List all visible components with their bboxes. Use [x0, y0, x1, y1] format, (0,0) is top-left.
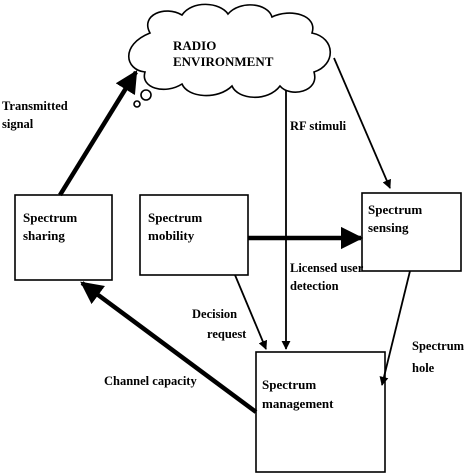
spectrum-mobility-label-line2: mobility — [148, 228, 195, 243]
radio-environment-cloud: RADIO ENVIRONMENT — [128, 3, 331, 108]
spectrum-management-label-line2: management — [262, 396, 334, 411]
spectrum-mobility-box: Spectrum mobility — [139, 194, 249, 276]
spectrum-management-label-line1: Spectrum — [262, 377, 316, 392]
spectrum-sensing-label-line2: sensing — [368, 220, 409, 235]
spectrum-sharing-box: Spectrum sharing — [14, 194, 113, 281]
arrow-sharing-to-environment — [58, 70, 138, 197]
spectrum-mobility-label-line1: Spectrum — [148, 210, 202, 225]
transmitted-signal-label-line1: Transmitted — [2, 99, 68, 113]
cloud-label-line1: RADIO — [173, 38, 216, 53]
arrow-management-to-sharing — [80, 281, 258, 414]
channel-capacity-label: Channel capacity — [104, 374, 197, 388]
arrow-environment-to-sensing — [333, 57, 391, 189]
licensed-user-detection-label-line2: detection — [290, 279, 339, 293]
transmitted-signal-label-line2: signal — [2, 117, 34, 131]
spectrum-sensing-label-line1: Spectrum — [368, 202, 422, 217]
arrow-mobility-to-management — [234, 274, 268, 350]
cloud-bubble-1 — [140, 89, 152, 101]
spectrum-sharing-label-line1: Spectrum — [23, 210, 77, 225]
cloud-label-line2: ENVIRONMENT — [173, 54, 274, 69]
spectrum-sharing-label-line2: sharing — [23, 228, 65, 243]
arrow-sensing-to-management — [379, 270, 411, 386]
rf-stimuli-label: RF stimuli — [290, 119, 347, 133]
spectrum-management-box: Spectrum management — [255, 351, 386, 473]
decision-request-label-line2: request — [207, 327, 247, 341]
licensed-user-detection-label-line1: Licensed user — [290, 261, 364, 275]
spectrum-hole-label-line2: hole — [412, 361, 435, 375]
spectrum-hole-label-line1: Spectrum — [412, 339, 465, 353]
cloud-bubble-2 — [133, 100, 141, 108]
decision-request-label-line1: Decision — [192, 307, 237, 321]
spectrum-sensing-box: Spectrum sensing — [361, 192, 462, 272]
